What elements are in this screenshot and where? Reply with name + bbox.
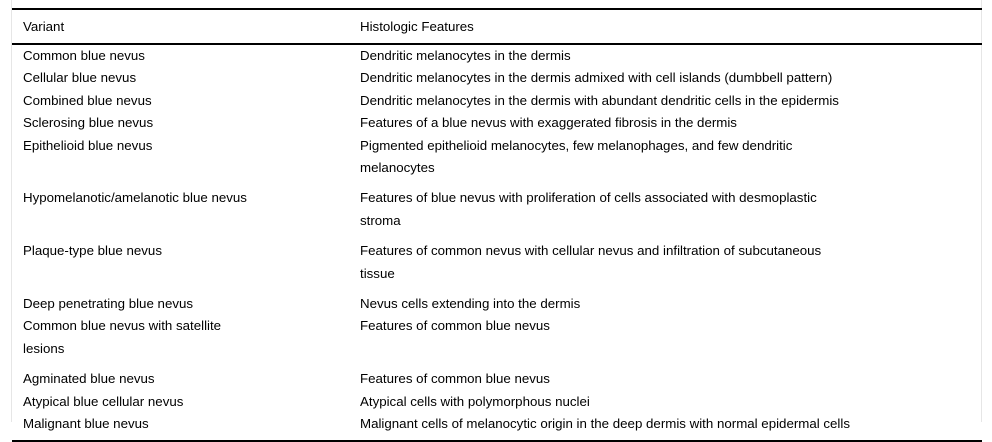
cell-features: Features of blue nevus with proliferatio…	[349, 187, 982, 240]
table-row: Common blue nevus with satellite lesions…	[12, 315, 982, 368]
cell-variant: Agminated blue nevus	[12, 368, 349, 390]
cell-features: Features of common blue nevus	[349, 315, 982, 368]
cell-features: Features of common nevus with cellular n…	[349, 240, 982, 293]
cell-variant: Common blue nevus with satellite lesions	[12, 315, 349, 368]
features-text: Features of common nevus with cellular n…	[360, 243, 822, 281]
variant-text: Common blue nevus	[23, 48, 145, 63]
features-text: Dendritic melanocytes in the dermis admi…	[360, 70, 833, 86]
variant-text: Plaque-type blue nevus	[23, 243, 162, 259]
blue-nevus-variants-table: Variant Histologic Features Common blue …	[12, 8, 982, 442]
table-header-row: Variant Histologic Features	[12, 8, 982, 45]
features-text: Atypical cells with polymorphous nuclei	[360, 393, 590, 409]
variant-text: Hypomelanotic/amelanotic blue nevus	[23, 190, 247, 206]
cell-variant: Sclerosing blue nevus	[12, 112, 349, 134]
cell-features: Dendritic melanocytes in the dermis with…	[349, 90, 982, 112]
column-header-variant: Variant	[12, 8, 349, 45]
variant-text: Sclerosing blue nevus	[23, 115, 154, 131]
cell-variant: Cellular blue nevus	[12, 67, 349, 89]
cell-variant: Epithelioid blue nevus	[12, 135, 349, 188]
cell-variant: Malignant blue nevus	[12, 413, 349, 442]
cell-features: Nevus cells extending into the dermis	[349, 293, 982, 315]
table-row: Hypomelanotic/amelanotic blue nevus Featu…	[12, 187, 982, 240]
table-row: Epithelioid blue nevus Pigmented epitheli…	[12, 135, 982, 188]
cell-variant: Common blue nevus	[12, 44, 349, 67]
table-row: Sclerosing blue nevus Features of a blue …	[12, 112, 982, 134]
features-text: Nevus cells extending into the dermis	[360, 296, 581, 312]
variant-text: Agminated blue nevus	[23, 371, 155, 387]
table-row: Malignant blue nevus Malignant cells of m…	[12, 413, 982, 442]
cell-features: Dendritic melanocytes in the dermis admi…	[349, 67, 982, 89]
features-text: Features of blue nevus with proliferatio…	[360, 190, 817, 228]
variant-text: Deep penetrating blue nevus	[23, 296, 194, 312]
features-text: Features of a blue nevus with exaggerate…	[360, 115, 737, 131]
column-header-features: Histologic Features	[349, 8, 982, 45]
table-row: Common blue nevus Dendritic melanocytes i…	[12, 44, 982, 67]
table-row: Cellular blue nevus Dendritic melanocytes…	[12, 67, 982, 89]
table-row: Atypical blue cellular nevus Atypical cel…	[12, 391, 982, 413]
cell-variant: Deep penetrating blue nevus	[12, 293, 349, 315]
variant-text: Atypical blue cellular nevus	[23, 393, 184, 409]
features-text: Features of common blue nevus	[360, 318, 550, 334]
cell-features: Features of common blue nevus	[349, 368, 982, 390]
cell-variant: Plaque-type blue nevus	[12, 240, 349, 293]
cell-variant: Hypomelanotic/amelanotic blue nevus	[12, 187, 349, 240]
variant-text: Epithelioid blue nevus	[23, 137, 153, 153]
cell-features: Atypical cells with polymorphous nuclei	[349, 391, 982, 413]
cell-variant: Atypical blue cellular nevus	[12, 391, 349, 413]
variant-text: Common blue nevus with satellite lesions	[23, 318, 222, 356]
table-row: Deep penetrating blue nevus Nevus cells e…	[12, 293, 982, 315]
features-text: Dendritic melanocytes in the dermis with…	[360, 92, 839, 108]
table-row: Combined blue nevus Dendritic melanocytes…	[12, 90, 982, 112]
features-text: Features of common blue nevus	[360, 371, 550, 387]
features-text: Malignant cells of melanocytic origin in…	[360, 416, 850, 432]
features-text: Dendritic melanocytes in the dermis	[360, 48, 571, 63]
variant-text: Malignant blue nevus	[23, 416, 149, 432]
table-row: Agminated blue nevus Features of common b…	[12, 368, 982, 390]
table-header: Variant Histologic Features	[12, 8, 982, 45]
cell-features: Dendritic melanocytes in the dermis	[349, 44, 982, 67]
table-row: Plaque-type blue nevus Features of common…	[12, 240, 982, 293]
table-container: Variant Histologic Features Common blue …	[11, 0, 982, 442]
cell-features: Malignant cells of melanocytic origin in…	[349, 413, 982, 442]
variant-text: Combined blue nevus	[23, 92, 152, 108]
cell-variant: Combined blue nevus	[12, 90, 349, 112]
cell-features: Features of a blue nevus with exaggerate…	[349, 112, 982, 134]
cell-features: Pigmented epithelioid melanocytes, few m…	[349, 135, 982, 188]
variant-text: Cellular blue nevus	[23, 70, 137, 86]
features-text: Pigmented epithelioid melanocytes, few m…	[360, 137, 793, 176]
